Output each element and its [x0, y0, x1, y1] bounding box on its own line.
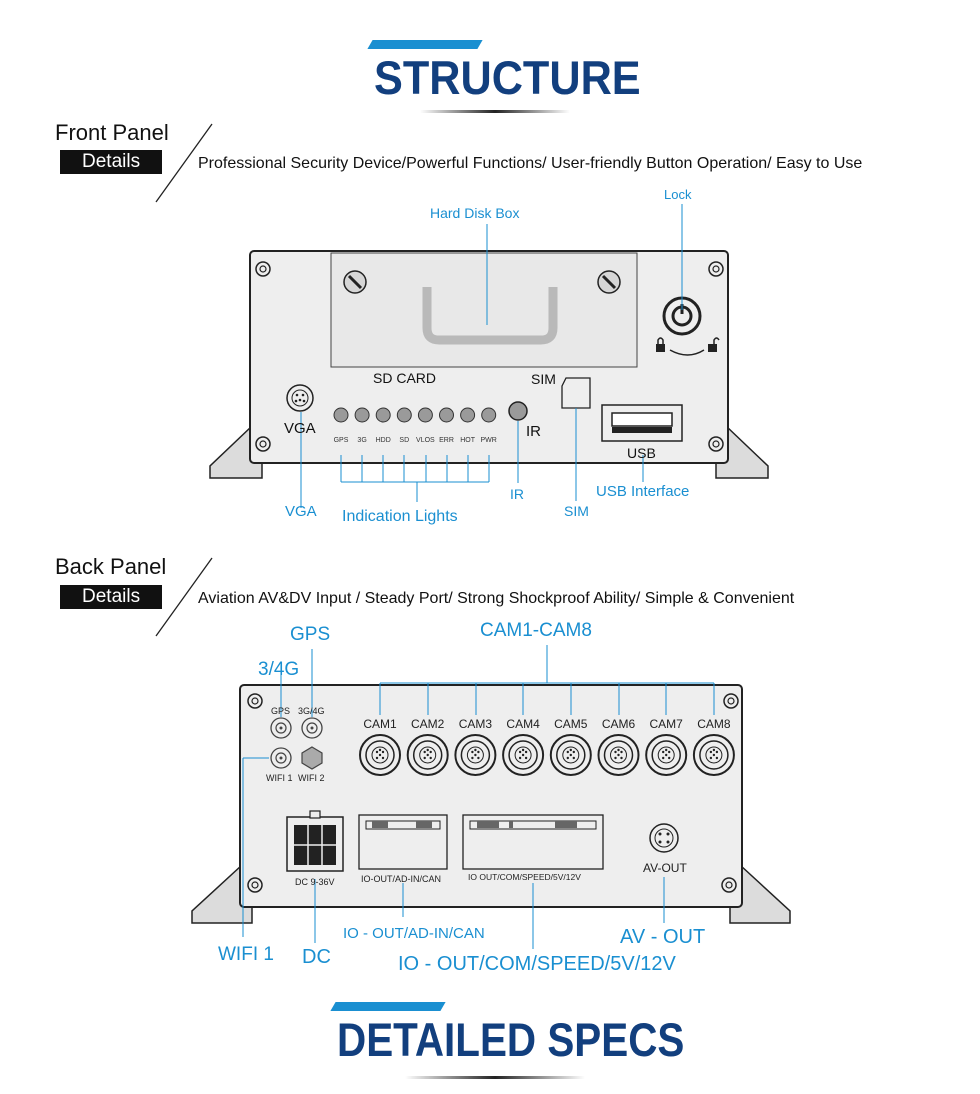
sim-panel-label: SIM [531, 371, 556, 387]
led-sd-light [396, 407, 412, 423]
wifi2-panel-label: WIFI 2 [298, 773, 325, 783]
led-hot-light [460, 407, 476, 423]
led-err-light [439, 407, 454, 423]
cam-socket-6 [597, 734, 640, 776]
indication-lights-callout: Indication Lights [342, 508, 458, 525]
led-label: 3G [357, 437, 366, 444]
back-panel-diagram: CAM1 CAM2 CAM3 CAM4 CAM5 CAM6 CAM7 CAM8 GPS 3G/… [191, 620, 791, 975]
back-details-tag: Details [60, 585, 163, 609]
led-pwr-light [481, 407, 497, 423]
cam-socket-4 [502, 734, 545, 776]
led-label: ERR [439, 437, 454, 444]
cam-socket-3 [454, 734, 497, 776]
gps-panel-label: GPS [271, 706, 290, 716]
cam-label: CAM1 [363, 717, 397, 731]
front-panel-diagram: SD CARD SIM VGA IR USB GPS 3G HDD SD VLOS ERR… [209, 187, 769, 525]
lock-callout: Lock [664, 187, 692, 202]
g34-callout: 3/4G [258, 659, 299, 680]
cam-label: CAM7 [650, 717, 684, 731]
led-vlos-light [417, 407, 433, 423]
cam-label: CAM4 [506, 717, 540, 731]
io2-panel-label: IO OUT/COM/SPEED/5V/12V [468, 872, 581, 882]
led-label: HDD [376, 437, 391, 444]
specs-underline [405, 1076, 585, 1079]
dc-callout: DC [302, 946, 331, 968]
cam-socket-5 [549, 734, 592, 776]
front-description: Professional Security Device/Powerful Fu… [198, 155, 863, 172]
back-corner-bolt [247, 693, 739, 893]
led-label: PWR [481, 437, 497, 444]
structure-header: STRUCTURE [360, 38, 641, 118]
sd-card-label: SD CARD [373, 370, 436, 386]
usb-interface-callout: USB Interface [596, 483, 689, 500]
led-gps-light [333, 407, 349, 423]
vga-panel-label: VGA [284, 420, 316, 437]
cam-socket-8 [692, 734, 735, 776]
front-details-tag: Details [60, 150, 163, 174]
front-corner-bolt [255, 261, 724, 452]
led-3g-light [354, 407, 370, 423]
back-slash-divider [155, 557, 213, 637]
io1-panel-label: IO-OUT/AD-IN/CAN [361, 874, 441, 884]
front-slash-divider [155, 123, 213, 203]
wifi1-panel-label: WIFI 1 [266, 773, 293, 783]
cam-label: CAM2 [411, 717, 445, 731]
usb-panel-label: USB [627, 445, 656, 461]
specs-header: DETAILED SPECS [325, 1000, 684, 1085]
structure-title: STRUCTURE [374, 51, 641, 104]
cams-callout: CAM1-CAM8 [480, 620, 592, 641]
cam-socket-1 [359, 734, 401, 776]
io2-callout: IO - OUT/COM/SPEED/5V/12V [398, 953, 677, 975]
back-panel-title: Back Panel [55, 554, 167, 579]
led-hdd-light [375, 407, 391, 423]
hard-disk-box-callout: Hard Disk Box [430, 205, 519, 221]
specs-title: DETAILED SPECS [337, 1013, 685, 1066]
sim-callout: SIM [564, 503, 589, 519]
gps-callout: GPS [290, 624, 330, 645]
io1-callout: IO - OUT/AD-IN/CAN [343, 925, 485, 942]
indication-lights-group: GPS 3G HDD SD VLOS ERR HOT PWR [333, 407, 497, 444]
led-label: GPS [334, 437, 349, 444]
cam-socket-2 [406, 734, 449, 776]
specs-accent-stripe [330, 1002, 446, 1011]
ir-panel-label: IR [526, 423, 541, 440]
g3g4-panel-label: 3G/4G [298, 706, 325, 716]
cam-label: CAM8 [697, 717, 731, 731]
cam-label: CAM5 [554, 717, 588, 731]
dc-panel-label: DC 9-36V [295, 877, 335, 887]
heading-underline [420, 110, 570, 113]
camera-sockets-group: CAM1 CAM2 CAM3 CAM4 CAM5 CAM6 CAM7 CAM8 [359, 717, 735, 776]
av-out-callout: AV - OUT [620, 926, 705, 948]
cam-label: CAM3 [459, 717, 493, 731]
heading-accent-stripe [367, 40, 483, 49]
vga-callout: VGA [285, 503, 317, 520]
cam-label: CAM6 [602, 717, 636, 731]
wifi1-callout: WIFI 1 [218, 944, 274, 965]
cam-socket-7 [645, 734, 688, 776]
led-label: HOT [460, 437, 476, 444]
ir-callout: IR [510, 486, 524, 502]
antenna-connectors [270, 717, 323, 770]
led-label: VLOS [416, 437, 435, 444]
back-description: Aviation AV&DV Input / Steady Port/ Stro… [198, 590, 795, 607]
front-panel-title: Front Panel [55, 120, 169, 145]
led-label: SD [399, 437, 409, 444]
av-out-panel-label: AV-OUT [643, 861, 687, 875]
